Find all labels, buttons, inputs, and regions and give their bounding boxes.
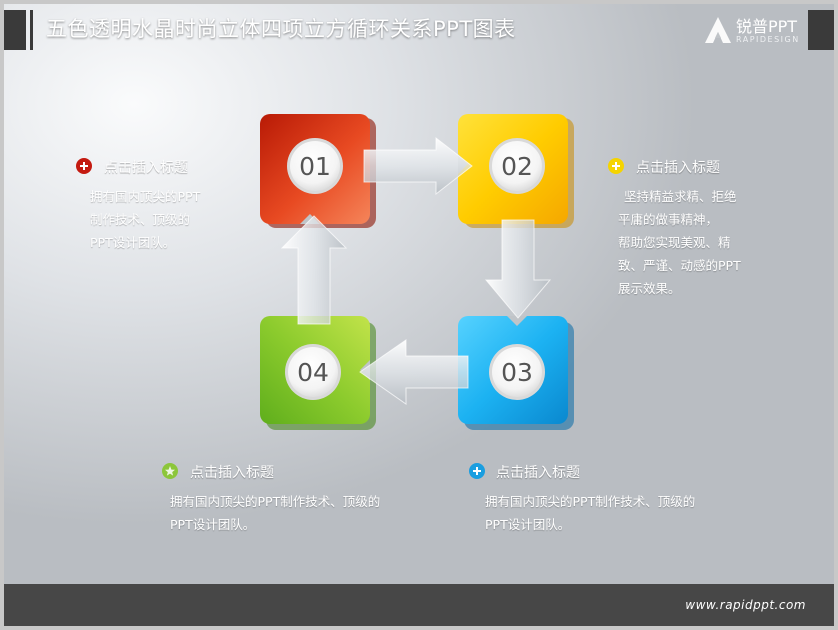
block-4-line-1: 拥有国内顶尖的PPT制作技术、顶级的 <box>170 494 381 509</box>
title-bar-divider <box>30 10 33 50</box>
cube-02: 02 <box>458 114 574 228</box>
arrow-up <box>280 215 348 325</box>
title-bar-right <box>808 10 834 50</box>
arrow-right <box>363 136 473 196</box>
page-title: 五色透明水晶时尚立体四项立方循环关系PPT图表 <box>46 17 516 41</box>
plus-circle-icon <box>469 463 485 479</box>
slide: 五色透明水晶时尚立体四项立方循环关系PPT图表 锐普PPT RAPIDESIGN <box>4 4 834 626</box>
title-bar-left <box>4 10 26 50</box>
arrow-down <box>484 219 552 319</box>
block-3-desc: 拥有国内顶尖的PPT制作技术、顶级的 PPT设计团队。 <box>485 490 695 536</box>
plus-circle-icon <box>76 158 92 174</box>
cube-04: 04 <box>260 316 376 430</box>
block-3-line-2: PPT设计团队。 <box>485 517 571 532</box>
block-2-desc: 坚持精益求精、拒绝 平庸的做事精神， 帮助您实现美观、精 致、严谨、动感的PPT… <box>618 185 741 300</box>
cube-04-circle <box>288 347 338 397</box>
cube-03: 03 <box>458 316 574 430</box>
block-1-line-2: 制作技术、顶级的 <box>90 212 191 227</box>
cube-02-circle <box>492 141 542 191</box>
cube-03-number: 03 <box>501 358 533 387</box>
block-3-title: 点击插入标题 <box>496 465 580 481</box>
cycle-diagram: 01 02 03 04 <box>260 114 574 430</box>
star-circle-icon <box>162 463 178 479</box>
footer-bar: www.rapidppt.com <box>4 584 834 626</box>
cube-01-circle <box>290 141 340 191</box>
block-4-desc: 拥有国内顶尖的PPT制作技术、顶级的 PPT设计团队。 <box>170 490 380 536</box>
cube-04-number: 04 <box>297 358 329 387</box>
block-4-line-2: PPT设计团队。 <box>170 517 256 532</box>
plus-circle-icon <box>608 158 624 174</box>
logo-mark-icon <box>705 17 731 43</box>
cube-01-number: 01 <box>299 152 331 181</box>
arrow-left <box>359 339 469 405</box>
logo: 锐普PPT RAPIDESIGN <box>704 11 809 49</box>
block-4-title: 点击插入标题 <box>190 465 274 481</box>
block-2-line-3: 帮助您实现美观、精 <box>618 235 731 250</box>
logo-subtext: RAPIDESIGN <box>736 35 800 44</box>
block-1-line-3: PPT设计团队。 <box>90 235 176 250</box>
block-2-line-5: 展示效果。 <box>618 281 681 296</box>
block-2-title: 点击插入标题 <box>636 160 720 176</box>
logo-text: 锐普PPT <box>736 17 798 36</box>
footer-url: www.rapidppt.com <box>685 598 806 612</box>
block-2-line-4: 致、严谨、动感的PPT <box>618 258 741 273</box>
block-2-line-2: 平庸的做事精神， <box>618 212 719 227</box>
block-1-desc: 拥有国内顶尖的PPT 制作技术、顶级的 PPT设计团队。 <box>90 185 200 254</box>
cube-03-circle <box>492 347 542 397</box>
cube-02-number: 02 <box>501 152 533 181</box>
block-3-line-1: 拥有国内顶尖的PPT制作技术、顶级的 <box>485 494 696 509</box>
block-2-line-1: 坚持精益求精、拒绝 <box>624 189 737 204</box>
cube-01: 01 <box>260 114 376 228</box>
block-1-title: 点击插入标题 <box>104 160 188 176</box>
block-1-line-1: 拥有国内顶尖的PPT <box>90 189 201 204</box>
